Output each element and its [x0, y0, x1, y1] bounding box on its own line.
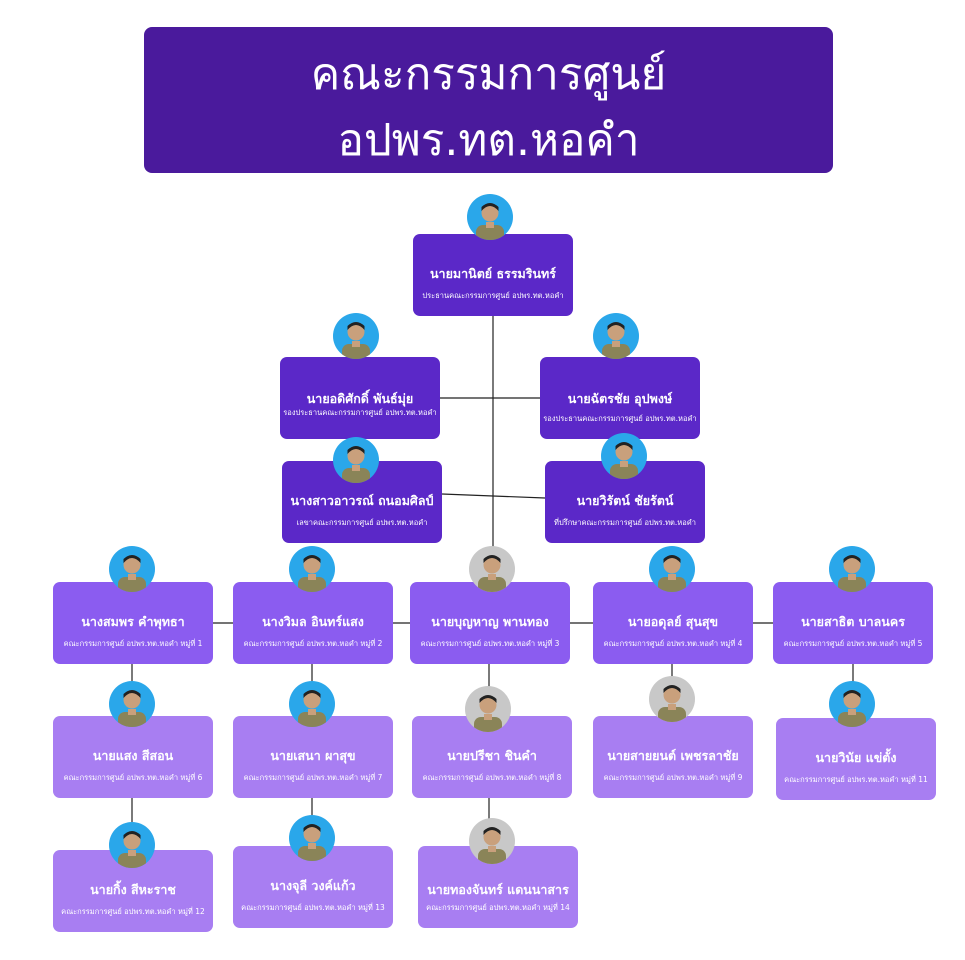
- member-photo: [649, 676, 695, 722]
- person-icon: [298, 555, 326, 592]
- member-card: นายบุญหาญ พานทองคณะกรรมการศูนย์ อปพร.ทต.…: [410, 582, 570, 664]
- member-card: นางวิมล อินทร์แสงคณะกรรมการศูนย์ อปพร.ทต…: [233, 582, 393, 664]
- member-name: นายฉัตรชัย อุปพงษ์: [567, 391, 673, 406]
- member-role: รองประธานคณะกรรมการศูนย์ อปพร.ทต.หอคำ: [543, 414, 697, 423]
- member-photo: [469, 818, 515, 864]
- member-name: นายสายยนต์ เพชรลาชัย: [607, 748, 739, 763]
- person-icon: [118, 555, 146, 592]
- person-icon: [298, 690, 326, 727]
- person-icon: [478, 827, 506, 864]
- person-icon: [118, 831, 146, 868]
- member-role: รองประธานคณะกรรมการศูนย์ อปพร.ทต.หอคำ: [283, 408, 437, 417]
- person-icon: [838, 555, 866, 592]
- member-role: คณะกรรมการศูนย์ อปพร.ทต.หอคำ หมู่ที่ 5: [783, 639, 923, 648]
- member-role: คณะกรรมการศูนย์ อปพร.ทต.หอคำ หมู่ที่ 6: [63, 773, 203, 782]
- member-card: นายแสง สีสอนคณะกรรมการศูนย์ อปพร.ทต.หอคำ…: [53, 716, 213, 798]
- person-icon: [476, 203, 504, 240]
- member-card: นายเสนา ผาสุขคณะกรรมการศูนย์ อปพร.ทต.หอค…: [233, 716, 393, 798]
- member-name: นายวินัย แข่ตั้ง: [815, 750, 897, 765]
- person-icon: [602, 322, 630, 359]
- member-role: เลขาคณะกรรมการศูนย์ อปพร.ทต.หอคำ: [296, 518, 428, 527]
- person-icon: [838, 690, 866, 727]
- member-card: นางสมพร คำพุทธาคณะกรรมการศูนย์ อปพร.ทต.ห…: [53, 582, 213, 664]
- title-line-1: คณะกรรมการศูนย์: [310, 49, 667, 100]
- member-card: นายอดิศักดิ์ พันธ์มุ่ยรองประธานคณะกรรมกา…: [280, 357, 440, 439]
- member-name: นายเสนา ผาสุข: [270, 748, 356, 763]
- member-name: นายอดุลย์ สุนสุข: [627, 614, 719, 629]
- member-role: คณะกรรมการศูนย์ อปพร.ทต.หอคำ หมู่ที่ 2: [243, 639, 383, 648]
- member-photo: [593, 313, 639, 359]
- member-photo: [829, 546, 875, 592]
- member-role: คณะกรรมการศูนย์ อปพร.ทต.หอคำ หมู่ที่ 9: [603, 773, 743, 782]
- member-role: ที่ปรึกษาคณะกรรมการศูนย์ อปพร.ทต.หอคำ: [554, 518, 696, 527]
- member-name: นายแสง สีสอน: [92, 748, 174, 763]
- member-photo: [333, 437, 379, 483]
- person-icon: [658, 685, 686, 722]
- member-photo: [649, 546, 695, 592]
- member-role: คณะกรรมการศูนย์ อปพร.ทต.หอคำ หมู่ที่ 12: [61, 907, 205, 916]
- member-name: นายอดิศักดิ์ พันธ์มุ่ย: [306, 391, 414, 406]
- member-photo: [109, 681, 155, 727]
- person-icon: [342, 322, 370, 359]
- person-icon: [342, 446, 370, 483]
- secretary-line: [441, 493, 546, 499]
- member-role: คณะกรรมการศูนย์ อปพร.ทต.หอคำ หมู่ที่ 4: [603, 639, 743, 648]
- member-photo: [601, 433, 647, 479]
- member-name: นางวิมล อินทร์แสง: [262, 614, 364, 629]
- member-role: คณะกรรมการศูนย์ อปพร.ทต.หอคำ หมู่ที่ 7: [243, 773, 383, 782]
- member-role: ประธานคณะกรรมการศูนย์ อปพร.ทต.หอคำ: [422, 291, 564, 300]
- chart-title-banner: คณะกรรมการศูนย์ อปพร.ทต.หอคำ: [144, 27, 833, 173]
- member-name: นายวิรัตน์ ชัยรัตน์: [576, 493, 674, 508]
- member-name: นายมานิตย์ ธรรมรินทร์: [430, 266, 556, 281]
- member-photo: [469, 546, 515, 592]
- member-name: นางสาวอาวรณ์ ถนอมศิลป์: [290, 493, 434, 508]
- member-card: นายมานิตย์ ธรรมรินทร์ประธานคณะกรรมการศูน…: [413, 234, 573, 316]
- person-icon: [478, 555, 506, 592]
- member-role: คณะกรรมการศูนย์ อปพร.ทต.หอคำ หมู่ที่ 13: [241, 903, 385, 912]
- member-role: คณะกรรมการศูนย์ อปพร.ทต.หอคำ หมู่ที่ 11: [784, 775, 928, 784]
- member-photo: [109, 546, 155, 592]
- person-icon: [610, 442, 638, 479]
- member-card: นายสาธิต บาลนครคณะกรรมการศูนย์ อปพร.ทต.ห…: [773, 582, 933, 664]
- member-name: นายทองจันทร์ แดนนาสาร: [427, 882, 569, 897]
- member-name: นายบุญหาญ พานทอง: [431, 614, 549, 629]
- member-name: นายกิ้ง สีหะราช: [90, 882, 176, 897]
- person-icon: [118, 690, 146, 727]
- member-role: คณะกรรมการศูนย์ อปพร.ทต.หอคำ หมู่ที่ 8: [422, 773, 562, 782]
- member-card: นายวินัย แข่ตั้งคณะกรรมการศูนย์ อปพร.ทต.…: [776, 718, 936, 800]
- member-name: นางสมพร คำพุทธา: [81, 614, 185, 629]
- member-photo: [465, 686, 511, 732]
- member-role: คณะกรรมการศูนย์ อปพร.ทต.หอคำ หมู่ที่ 14: [426, 903, 570, 912]
- member-name: นางจุลี วงค์แก้ว: [270, 878, 356, 893]
- person-icon: [658, 555, 686, 592]
- member-photo: [289, 546, 335, 592]
- member-card: นายอดุลย์ สุนสุขคณะกรรมการศูนย์ อปพร.ทต.…: [593, 582, 753, 664]
- member-name: นายสาธิต บาลนคร: [801, 614, 905, 629]
- person-icon: [474, 695, 502, 732]
- member-photo: [289, 815, 335, 861]
- member-name: นายปรีชา ชินคำ: [447, 748, 537, 763]
- member-role: คณะกรรมการศูนย์ อปพร.ทต.หอคำ หมู่ที่ 3: [420, 639, 560, 648]
- member-photo: [829, 681, 875, 727]
- person-icon: [298, 824, 326, 861]
- member-photo: [333, 313, 379, 359]
- member-role: คณะกรรมการศูนย์ อปพร.ทต.หอคำ หมู่ที่ 1: [63, 639, 203, 648]
- member-card: นายฉัตรชัย อุปพงษ์รองประธานคณะกรรมการศูน…: [540, 357, 700, 439]
- title-line-2: อปพร.ทต.หอคำ: [337, 115, 640, 166]
- member-photo: [289, 681, 335, 727]
- member-photo: [109, 822, 155, 868]
- member-card: นายสายยนต์ เพชรลาชัยคณะกรรมการศูนย์ อปพร…: [593, 716, 753, 798]
- member-photo: [467, 194, 513, 240]
